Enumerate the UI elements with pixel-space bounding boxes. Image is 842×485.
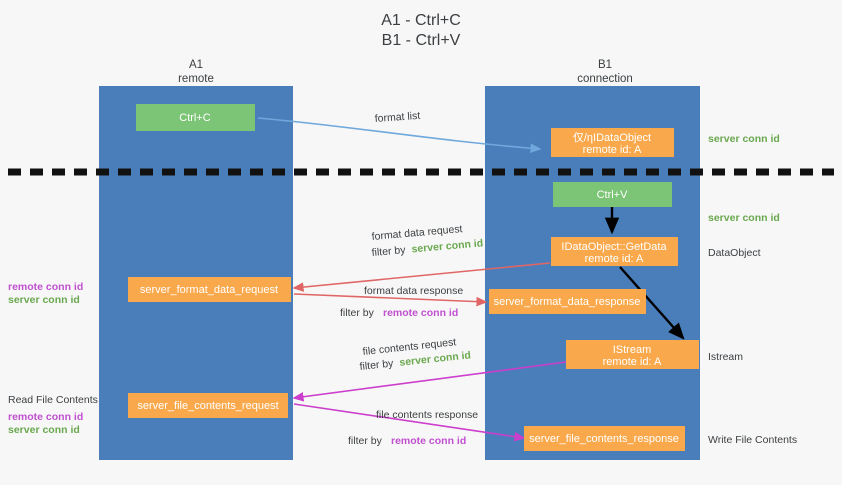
label-server-conn-id-second: server conn id xyxy=(708,212,780,224)
box-server-format-data-request[interactable]: server_format_data_request xyxy=(128,277,291,302)
annotation-fdreq-filter-prefix: filter by xyxy=(371,244,407,259)
box-getdata-line-1: IDataObject::GetData xyxy=(561,241,667,253)
label-write-file-contents: Write File Contents xyxy=(708,434,797,446)
label-remote-conn-id-2: remote conn id xyxy=(8,411,83,423)
label-dataobject: DataObject xyxy=(708,247,761,259)
title-line-1: A1 - Ctrl+C xyxy=(381,12,461,29)
box-istream-line-2: remote id: A xyxy=(603,356,662,368)
box-idataobject-set-line-2: remote id: A xyxy=(583,144,642,156)
box-idataobject-getdata[interactable]: IDataObject::GetData remote id: A xyxy=(551,237,678,266)
column-a1-name: A1 xyxy=(189,59,203,71)
box-sfcresp-label: server_file_contents_response xyxy=(529,433,679,445)
box-ctrl-c[interactable]: Ctrl+C xyxy=(136,104,255,131)
label-istream: Istream xyxy=(708,351,743,363)
column-a1-sub: remote xyxy=(178,73,214,85)
annotation-format-list: format list xyxy=(374,110,420,125)
title-line-2: B1 - Ctrl+V xyxy=(382,32,461,49)
label-server-conn-id-top: server conn id xyxy=(708,133,780,145)
box-istream-line-1: IStream xyxy=(613,344,652,356)
arrow-format-list xyxy=(257,117,542,154)
box-ctrl-c-label: Ctrl+C xyxy=(179,112,211,124)
box-sfcreq-label: server_file_contents_request xyxy=(137,400,278,412)
label-remote-conn-id-1: remote conn id xyxy=(8,281,83,293)
box-getdata-line-2: remote id: A xyxy=(585,253,644,265)
box-server-file-contents-response[interactable]: server_file_contents_response xyxy=(524,426,685,451)
arrow-file-contents-response xyxy=(293,403,526,442)
annotation-fcreq-filter-prefix: filter by xyxy=(359,357,395,373)
box-sfdresp-label: server_format_data_response xyxy=(494,296,641,308)
label-server-conn-id-1: server conn id xyxy=(8,294,80,306)
annotation-file-contents-response: file contents response xyxy=(376,409,478,421)
annotation-fdresp-filter-prefix: filter by xyxy=(340,307,375,319)
box-idataobject-set[interactable]: 仅/ηIDataObject remote id: A xyxy=(551,128,674,157)
column-b1-name: B1 xyxy=(598,59,612,71)
annotation-format-data-response: format data response xyxy=(364,285,463,297)
annotation-fdresp-filter-value: remote conn id xyxy=(383,307,458,319)
arrow-format-data-request xyxy=(292,262,551,292)
box-sfdreq-label: server_format_data_request xyxy=(140,284,278,296)
arrow-format-data-response xyxy=(293,293,488,307)
box-istream[interactable]: IStream remote id: A xyxy=(566,340,699,369)
box-ctrl-v[interactable]: Ctrl+V xyxy=(553,182,672,207)
label-server-conn-id-2: server conn id xyxy=(8,424,80,436)
annotation-fcresp-filter-value: remote conn id xyxy=(391,435,466,447)
box-idataobject-set-line-1: 仅/ηIDataObject xyxy=(573,131,651,144)
box-server-file-contents-request[interactable]: server_file_contents_request xyxy=(128,393,288,418)
annotation-fcresp-filter-prefix: filter by xyxy=(348,435,383,447)
arrow-file-contents-request xyxy=(292,361,567,402)
box-server-format-data-response[interactable]: server_format_data_response xyxy=(489,289,646,314)
column-b1-sub: connection xyxy=(577,73,633,85)
box-ctrl-v-label: Ctrl+V xyxy=(597,189,629,201)
label-read-file-contents: Read File Contents xyxy=(8,394,98,406)
arrow-getdata-to-istream xyxy=(619,266,685,340)
